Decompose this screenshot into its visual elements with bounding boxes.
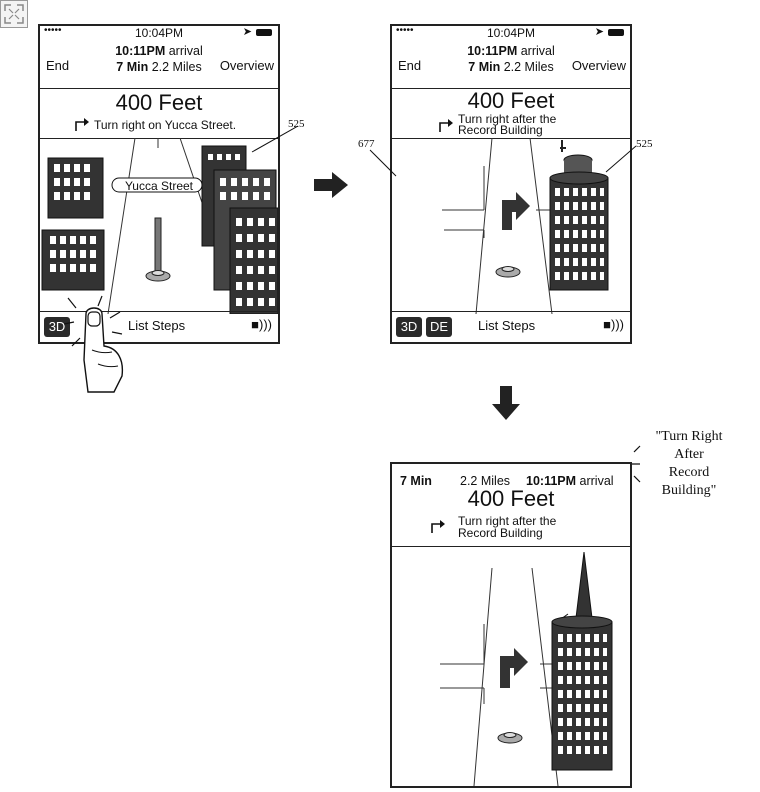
map-3d-view[interactable]: [392, 548, 630, 786]
map-3d-view[interactable]: [40, 138, 278, 314]
turn-right-icon: [430, 519, 446, 538]
instruction-distance: 400 Feet: [115, 90, 203, 115]
de-button[interactable]: DE: [426, 317, 452, 337]
trip-miles: 2.2 Miles: [503, 60, 554, 74]
finger-tap-icon: [63, 295, 124, 393]
leader-line: [369, 149, 397, 177]
list-steps-button[interactable]: List Steps: [128, 318, 186, 333]
list-steps-button[interactable]: List Steps: [478, 318, 536, 333]
phone-screen-3: 7 Min 2.2 Miles 10:11PM arrival 400 Feet…: [390, 462, 632, 788]
leader-line: [251, 125, 299, 153]
trip-summary: 10:11PM arrival 7 Min 2.2 Miles: [392, 43, 630, 75]
bottom-bar: 3D DE List Steps ■))): [392, 311, 630, 342]
street-label: Yucca Street: [124, 179, 194, 193]
arrival-time: 10:11PM: [526, 474, 577, 488]
trip-miles: 2.2 Miles: [460, 474, 511, 488]
battery-icon: [608, 29, 624, 36]
expand-icon[interactable]: [0, 0, 28, 28]
battery-icon: [256, 29, 272, 36]
3d-button[interactable]: 3D: [44, 317, 70, 337]
instruction-banner: 400 Feet Turn right on Yucca Street.: [40, 88, 278, 139]
instruction-text: Turn right on Yucca Street.: [94, 118, 237, 132]
sound-waves-icon: [632, 445, 641, 483]
eta-minutes: 7 Min: [400, 474, 432, 488]
end-button[interactable]: End: [398, 58, 422, 73]
voice-line-1: "Turn Right: [655, 429, 723, 444]
location-arrow-icon: ➤: [242, 26, 252, 38]
overview-button[interactable]: Overview: [219, 58, 274, 73]
turn-right-icon: [74, 117, 90, 136]
signal-icon: •••••: [396, 25, 414, 36]
instruction-text-line2: Record Building: [458, 526, 543, 540]
instruction-text-line1: Turn right after the: [458, 514, 557, 528]
arrow-down-icon: [492, 386, 520, 420]
turn-right-icon: [438, 118, 454, 137]
instruction-text-line2: Record Building: [458, 123, 543, 137]
arrival-word: arrival: [579, 474, 614, 488]
voice-line-2: After: [674, 447, 704, 462]
voice-line-4: Building": [661, 483, 717, 498]
status-bar: ••••• 10:04PM ➤: [40, 25, 278, 40]
ref-label-525-b: 525: [636, 138, 653, 150]
ref-label-525-a: 525: [288, 118, 305, 130]
location-arrow-icon: ➤: [594, 26, 604, 38]
arrival-word: arrival: [168, 44, 203, 58]
nav-header: End 10:11PM arrival 7 Min 2.2 Miles Over…: [40, 40, 278, 89]
voice-prompt-caption: "Turn Right After Record Building": [634, 428, 744, 500]
voice-line-3: Record: [668, 465, 710, 480]
ref-label-677: 677: [358, 138, 375, 150]
arrival-word: arrival: [520, 44, 555, 58]
phone-screen-1: ••••• 10:04PM ➤ End 10:11PM arrival 7 Mi…: [38, 24, 280, 344]
bottom-bar: 3D List Steps ■))): [40, 311, 278, 342]
trip-miles: 2.2 Miles: [151, 60, 202, 74]
speaker-icon[interactable]: ■))): [603, 317, 624, 332]
speaker-icon[interactable]: ■))): [251, 317, 272, 332]
instruction-banner: 400 Feet Turn right after the Record Bui…: [392, 88, 630, 139]
overview-button[interactable]: Overview: [571, 58, 626, 73]
nav-header: End 10:11PM arrival 7 Min 2.2 Miles Over…: [392, 40, 630, 89]
map-3d-view[interactable]: [392, 138, 630, 314]
instruction-text-line1: Turn right after the: [458, 112, 557, 126]
trip-summary: 10:11PM arrival 7 Min 2.2 Miles: [40, 43, 278, 75]
3d-button[interactable]: 3D: [396, 317, 422, 337]
arrival-summary: 10:11PM arrival: [526, 474, 614, 488]
arrow-right-icon: [314, 172, 348, 198]
status-time: 10:04PM: [134, 26, 184, 40]
status-time: 10:04PM: [486, 26, 536, 40]
eta-minutes: 7 Min: [468, 60, 501, 74]
eta-minutes: 7 Min: [116, 60, 149, 74]
end-button[interactable]: End: [46, 58, 70, 73]
arrival-time: 10:11PM: [467, 44, 518, 58]
arrival-time: 10:11PM: [115, 44, 166, 58]
instruction-distance: 400 Feet: [467, 88, 555, 113]
phone-screen-2: ••••• 10:04PM ➤ End 10:11PM arrival 7 Mi…: [390, 24, 632, 344]
leader-line: [605, 145, 637, 173]
instruction-distance: 400 Feet: [467, 486, 555, 511]
signal-icon: •••••: [44, 25, 62, 36]
nav-header-compact: 7 Min 2.2 Miles 10:11PM arrival 400 Feet…: [392, 464, 630, 547]
status-bar: ••••• 10:04PM ➤: [392, 25, 630, 40]
